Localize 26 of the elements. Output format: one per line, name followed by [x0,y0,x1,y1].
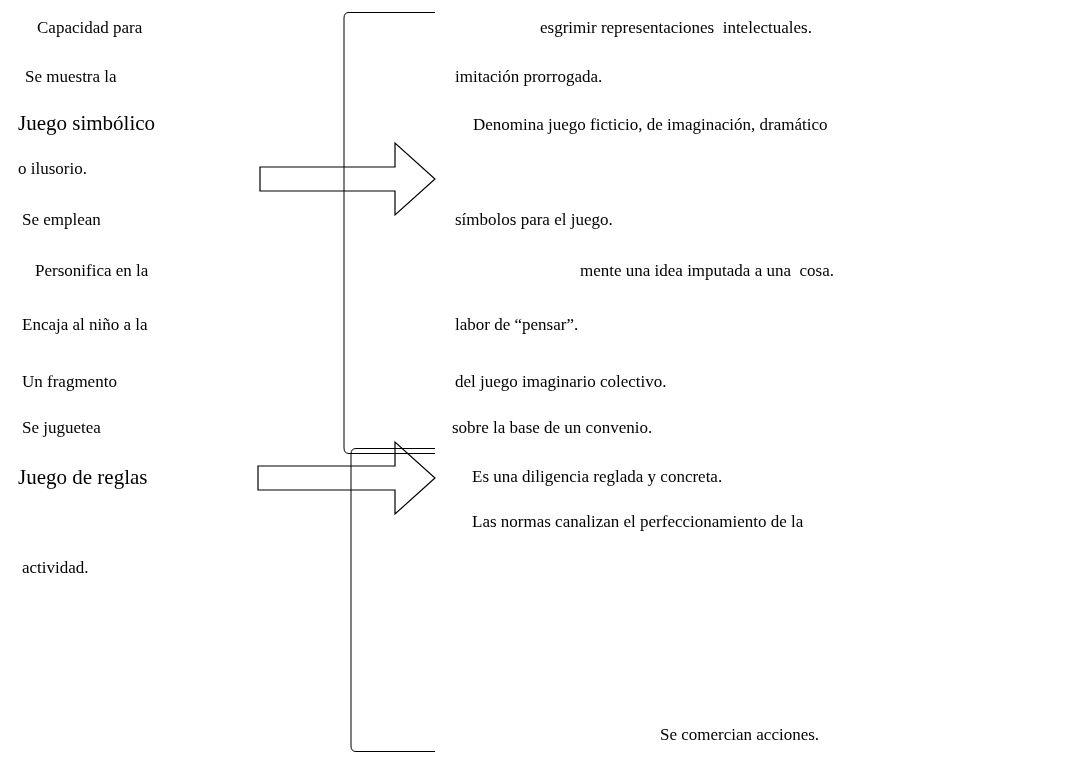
text-label: actividad. [22,557,89,579]
text-label: sobre la base de un convenio. [452,417,653,439]
text-label: Se emplean [22,209,101,231]
block-arrow [257,440,436,516]
text-label: Personifica en la [35,260,149,282]
text-label: Se comercian acciones. [660,724,820,746]
text-label: esgrimir representaciones intelectuales. [540,17,812,39]
text-label: Denomina juego ficticio, de imaginación, dramático [473,114,828,136]
text-label: del juego imaginario colectivo. [455,371,667,393]
node-title: Juego simbólico [18,110,156,136]
bracket [343,12,435,454]
text-label: Un fragmento [22,371,117,393]
text-label: Se muestra la [25,66,117,88]
node-subtitle: o ilusorio. [18,158,87,180]
text-label: Capacidad para [37,17,143,39]
text-label: Las normas canalizan el perfeccionamiento de la [472,511,804,533]
block-arrow [259,141,436,217]
bracket [350,448,435,752]
text-label: Es una diligencia reglada y concreta. [472,466,723,488]
text-label: Encaja al niño a la [22,314,148,336]
node-title: Juego de reglas [18,464,148,490]
text-label: labor de “pensar”. [455,314,579,336]
text-label: Se juguetea [22,417,101,439]
text-label: símbolos para el juego. [455,209,613,231]
text-label: imitación prorrogada. [455,66,603,88]
text-label: mente una idea imputada a una cosa. [580,260,834,282]
